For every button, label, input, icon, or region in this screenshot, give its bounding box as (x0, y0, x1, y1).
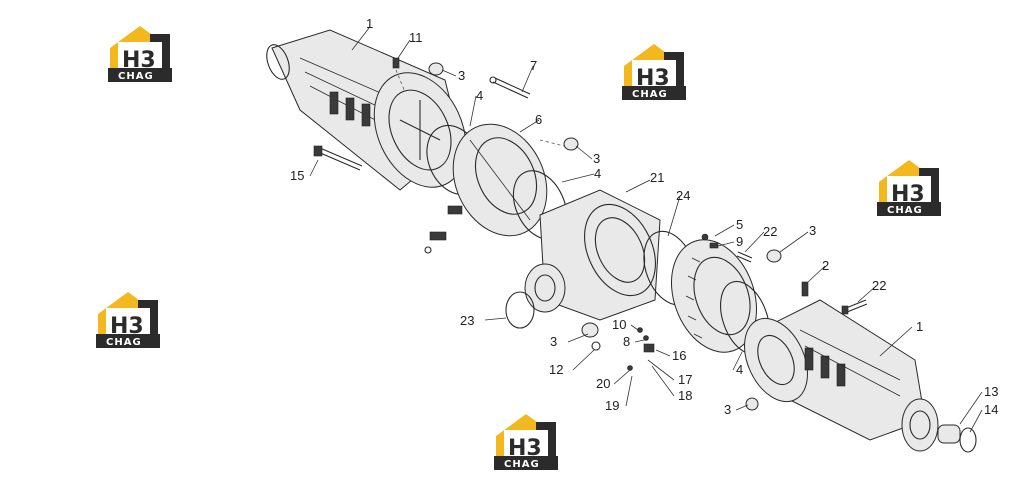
bushing-13 (937, 424, 961, 444)
logo-caption: CHAG (106, 337, 142, 348)
brand-logo: H3 CHAG (108, 26, 172, 82)
callout-1: 1 (916, 319, 923, 334)
callout-2: 2 (822, 258, 829, 273)
right-axle-housing (744, 299, 939, 452)
left-axle-housing (266, 29, 467, 191)
logo-caption: CHAG (118, 71, 154, 82)
callout-3: 3 (593, 151, 600, 166)
callout-5: 5 (736, 217, 743, 232)
callout-20: 20 (596, 376, 610, 391)
callout-21: 21 (650, 170, 664, 185)
brand-logo: H3 CHAG (622, 44, 686, 100)
callout-1: 1 (366, 16, 373, 31)
bolt-11 (392, 57, 406, 93)
callout-14: 14 (984, 402, 998, 417)
callout-24: 24 (676, 188, 690, 203)
logo-caption: CHAG (887, 205, 923, 216)
plug-3e (745, 397, 759, 411)
leader-lines (309, 27, 983, 433)
callout-6: 6 (535, 112, 542, 127)
bolt-22a (736, 251, 753, 263)
callout-23: 23 (460, 313, 474, 328)
callout-12: 12 (549, 362, 563, 377)
plug-3d (581, 322, 599, 338)
callout-4: 4 (476, 88, 483, 103)
callout-4: 4 (594, 166, 601, 181)
breather-2 (801, 281, 809, 297)
plug-3a (428, 62, 444, 76)
carrier-6 (424, 123, 548, 254)
callout-9: 9 (736, 234, 743, 249)
callout-3: 3 (550, 334, 557, 349)
washer-12 (591, 341, 601, 351)
logo-caption: CHAG (504, 459, 540, 470)
callout-15: 15 (290, 168, 304, 183)
brand-logo: H3 CHAG (494, 414, 558, 470)
fitting-cluster-16-20 (627, 327, 655, 371)
callout-18: 18 (678, 388, 692, 403)
logo-caption: CHAG (632, 89, 668, 100)
callout-labels: 1 11 3 4 7 6 3 4 21 15 24 5 22 3 9 2 22 … (290, 16, 998, 417)
callout-22: 22 (872, 278, 886, 293)
callout-8: 8 (623, 334, 630, 349)
callout-22: 22 (763, 224, 777, 239)
callout-19: 19 (605, 398, 619, 413)
callout-3: 3 (458, 68, 465, 83)
callout-13: 13 (984, 384, 998, 399)
callout-17: 17 (678, 372, 692, 387)
plug-3b (539, 137, 579, 151)
ring-gear-assembly (670, 239, 758, 353)
callout-11: 11 (409, 30, 423, 45)
callout-16: 16 (672, 348, 686, 363)
pin-7 (489, 76, 531, 99)
plug-3c (766, 249, 782, 263)
callout-3: 3 (724, 402, 731, 417)
callout-7: 7 (530, 58, 537, 73)
callout-4: 4 (736, 362, 743, 377)
o-ring-23 (505, 291, 535, 329)
bolt-22b (841, 299, 868, 315)
brand-logo: H3 CHAG (877, 160, 941, 216)
washer-14 (959, 427, 977, 453)
callout-10: 10 (612, 317, 626, 332)
small-parts-5-9 (701, 233, 719, 249)
brand-logo: H3 CHAG (96, 292, 160, 348)
callout-3: 3 (809, 223, 816, 238)
center-housing-21 (524, 189, 661, 321)
bolt-15 (313, 145, 363, 171)
